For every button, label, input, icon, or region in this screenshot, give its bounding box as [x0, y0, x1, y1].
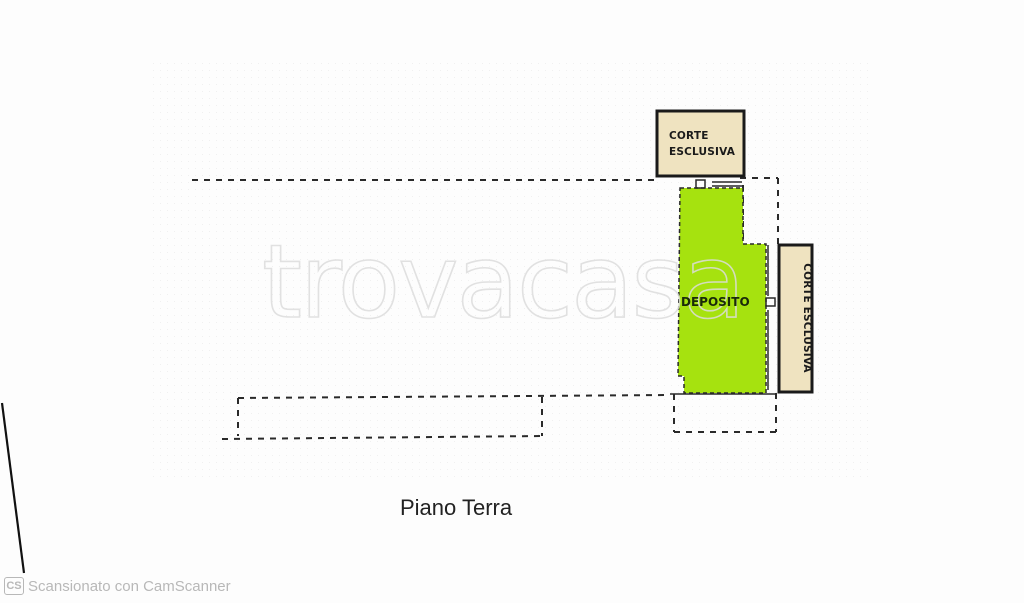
camscanner-text: Scansionato con CamScanner	[28, 577, 231, 595]
door-marks	[670, 179, 776, 395]
deposito-label: DEPOSITO	[681, 295, 750, 309]
room-corte-esclusiva-side	[777, 243, 814, 394]
room-corte-esclusiva-top	[655, 109, 746, 178]
corte-top-label: CORTE ESCLUSIVA	[669, 128, 735, 160]
corte-top-label-line1: CORTE	[669, 130, 709, 142]
room-deposito	[677, 187, 767, 394]
edge-line	[0, 402, 26, 574]
corte-side-label: CORTE ESCLUSIVA	[801, 263, 813, 373]
watermark: trovacasa	[261, 223, 746, 342]
camscanner-footer: CS Scansionato con CamScanner	[4, 577, 231, 595]
camscanner-logo-icon: CS	[4, 577, 24, 595]
corte-top-label-line2: ESCLUSIVA	[669, 146, 736, 158]
floor-title: Piano Terra	[400, 495, 513, 520]
